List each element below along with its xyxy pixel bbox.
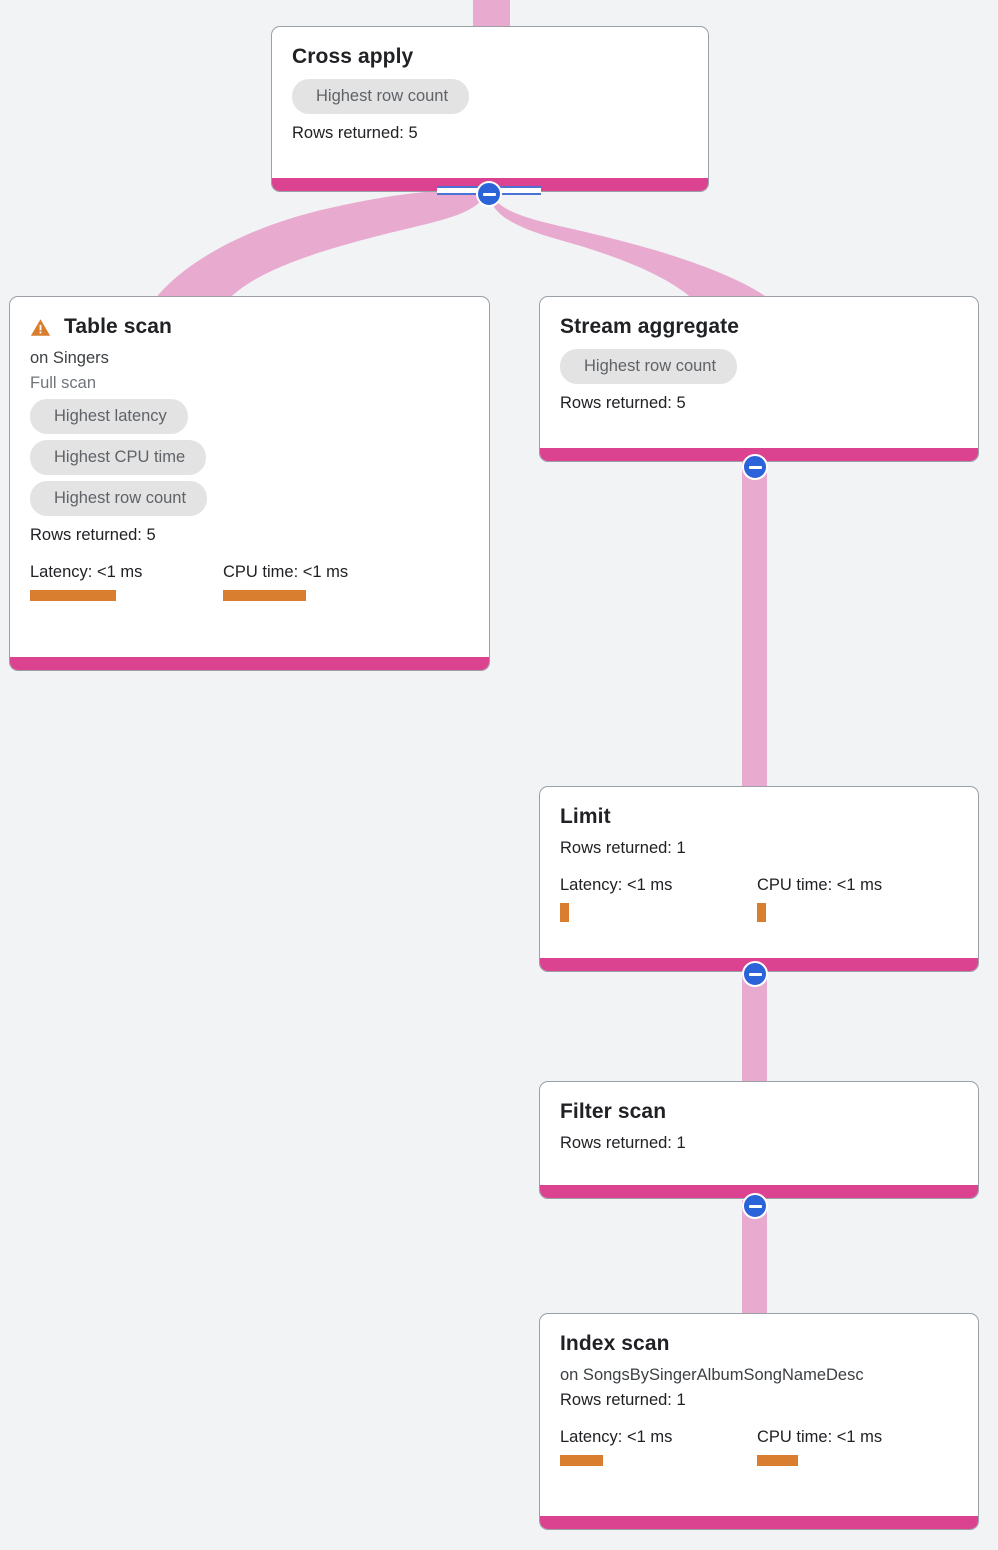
node-subtitle: on Singers (30, 349, 109, 367)
node-body: Cross apply Highest row count Rows retur… (272, 27, 708, 178)
node-title: Table scan (64, 315, 172, 338)
node-title: Index scan (560, 1332, 670, 1355)
rows-returned: Rows returned: 5 (30, 526, 156, 544)
node-metrics: Latency: <1 ms CPU time: <1 ms (30, 561, 469, 601)
edge-cross-apply-to-table-scan (150, 189, 485, 306)
chip-highest-latency: Highest latency (30, 399, 188, 434)
metric-label: Latency: <1 ms (560, 1428, 673, 1446)
metric-cpu-time: CPU time: <1 ms (757, 1426, 882, 1466)
minus-icon (748, 972, 762, 976)
node-title: Limit (560, 805, 611, 828)
rows-returned: Rows returned: 5 (560, 394, 686, 412)
metric-bar (757, 903, 766, 922)
rows-returned: Rows returned: 1 (560, 1391, 686, 1409)
node-accent-bar (540, 1185, 978, 1198)
metric-latency: Latency: <1 ms (560, 874, 757, 922)
node-title-row: Stream aggregate (560, 313, 958, 340)
metric-cpu-time: CPU time: <1 ms (223, 561, 348, 601)
node-stream-aggregate[interactable]: Stream aggregate Highest row count Rows … (539, 296, 979, 462)
metric-bar (223, 590, 306, 601)
metric-label: CPU time: <1 ms (757, 1428, 883, 1446)
node-accent-bar (540, 1516, 978, 1529)
node-index-scan[interactable]: Index scan on SongsBySingerAlbumSongName… (539, 1313, 979, 1530)
node-filter-scan[interactable]: Filter scan Rows returned: 1 (539, 1081, 979, 1199)
metric-label: CPU time: <1 ms (223, 563, 349, 581)
chip-highest-row-count: Highest row count (30, 481, 208, 516)
chip-highest-row-count: Highest row count (292, 79, 470, 114)
edge-stream-aggregate-to-limit (742, 462, 767, 792)
edge-cross-apply-to-stream-aggregate (489, 190, 778, 306)
node-body: Stream aggregate Highest row count Rows … (540, 297, 978, 448)
node-title-row: Cross apply (292, 43, 688, 70)
metric-label: Latency: <1 ms (30, 563, 143, 581)
metric-bar (30, 590, 116, 601)
metric-bar (560, 1455, 603, 1466)
metric-label: CPU time: <1 ms (757, 876, 883, 894)
node-subtitle: on SongsBySingerAlbumSongNameDesc (560, 1366, 864, 1384)
rows-returned: Rows returned: 5 (292, 124, 418, 142)
node-limit[interactable]: Limit Rows returned: 1 Latency: <1 ms CP… (539, 786, 979, 972)
minus-icon (748, 1204, 762, 1208)
metric-bar (560, 903, 569, 922)
minus-icon (482, 192, 496, 196)
metric-label: Latency: <1 ms (560, 876, 673, 894)
toggle-limit[interactable] (742, 961, 768, 987)
node-cross-apply[interactable]: Cross apply Highest row count Rows retur… (271, 26, 709, 192)
rows-returned: Rows returned: 1 (560, 839, 686, 857)
metric-latency: Latency: <1 ms (30, 561, 223, 601)
node-table-scan[interactable]: Table scan on Singers Full scan Highest … (9, 296, 490, 671)
node-title: Filter scan (560, 1100, 667, 1123)
node-title: Stream aggregate (560, 315, 740, 338)
node-body: Table scan on Singers Full scan Highest … (10, 297, 489, 657)
node-title-row: Limit (560, 803, 958, 830)
node-metrics: Latency: <1 ms CPU time: <1 ms (560, 874, 958, 922)
node-title-row: Table scan (30, 313, 469, 340)
node-title-row: Filter scan (560, 1098, 958, 1125)
toggle-cross-apply[interactable] (476, 181, 502, 207)
metric-cpu-time: CPU time: <1 ms (757, 874, 882, 922)
chip-highest-cpu-time: Highest CPU time (30, 440, 207, 475)
metric-bar (757, 1455, 798, 1466)
node-body: Limit Rows returned: 1 Latency: <1 ms CP… (540, 787, 978, 958)
toggle-stream-aggregate[interactable] (742, 454, 768, 480)
node-title-row: Index scan (560, 1330, 958, 1357)
node-scan-type: Full scan (30, 374, 97, 392)
node-title: Cross apply (292, 45, 414, 68)
node-metrics: Latency: <1 ms CPU time: <1 ms (560, 1426, 958, 1466)
minus-icon (748, 465, 762, 469)
warning-icon (30, 319, 51, 336)
toggle-filter-scan[interactable] (742, 1193, 768, 1219)
node-body: Filter scan Rows returned: 1 (540, 1082, 978, 1185)
rows-returned: Rows returned: 1 (560, 1134, 686, 1152)
metric-latency: Latency: <1 ms (560, 1426, 757, 1466)
node-accent-bar (10, 657, 489, 670)
chip-highest-row-count: Highest row count (560, 349, 738, 384)
node-body: Index scan on SongsBySingerAlbumSongName… (540, 1314, 978, 1516)
